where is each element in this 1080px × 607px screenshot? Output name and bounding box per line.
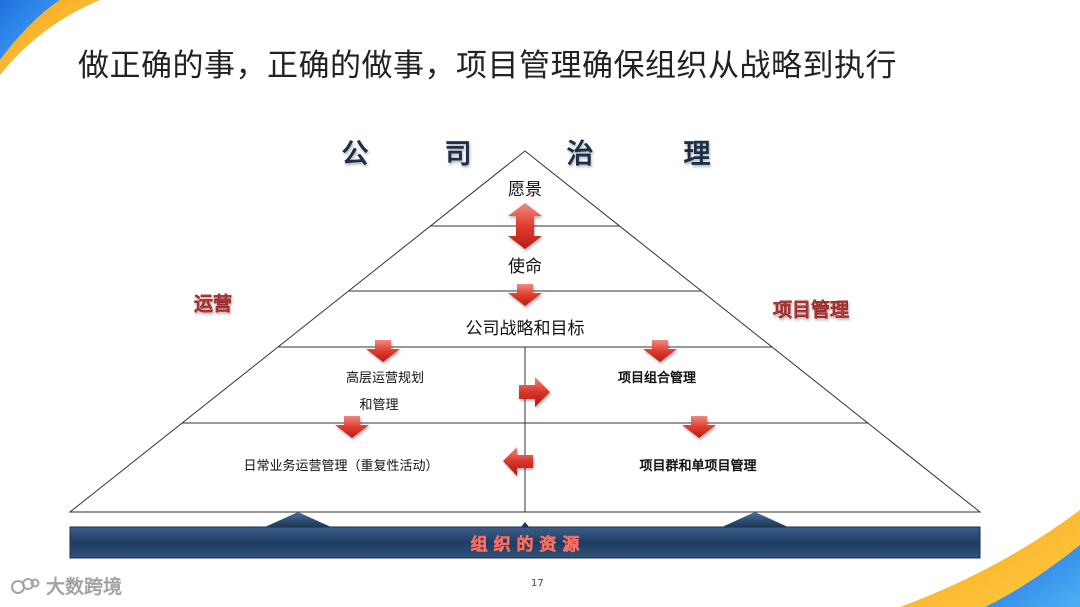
- mission-label: 使命: [508, 256, 542, 277]
- vision-label: 愿景: [508, 180, 542, 200]
- watermark-text: 大数跨境: [46, 576, 123, 598]
- organization-resources-label: 组 织 的 资 源: [471, 534, 580, 555]
- ops-to-daily-down-arrow: [335, 416, 369, 438]
- governance-char-2: 司: [445, 139, 472, 170]
- governance-char-1: 公: [342, 139, 369, 170]
- slide-title: 做正确的事，正确的做事，项目管理确保组织从战略到执行: [78, 48, 897, 84]
- strategy-label: 公司战略和目标: [466, 319, 585, 339]
- pyramid-outline: [68, 150, 982, 513]
- daily-ops-label: 日常业务运营管理（重复性活动）: [243, 458, 438, 474]
- program-to-daily-left-arrow: [503, 447, 533, 476]
- ops-planning-label-line1: 高层运营规划: [346, 370, 424, 386]
- governance-char-3: 治: [567, 139, 594, 170]
- program-label: 项目群和单项目管理: [639, 458, 756, 474]
- corporate-governance-heading: 公 司 治 理: [342, 139, 711, 170]
- organization-resources-bar: 组 织 的 资 源: [69, 512, 981, 559]
- governance-char-4: 理: [684, 139, 711, 170]
- top-left-corner-decoration: [0, 0, 100, 75]
- ops-to-portfolio-right-arrow: [519, 377, 550, 407]
- watermark: 大数跨境: [10, 572, 122, 599]
- mission-to-strategy-down-arrow: [508, 284, 542, 306]
- ops-planning-label-line2: 和管理: [359, 398, 398, 413]
- strategy-to-ops-down-arrow: [366, 340, 400, 362]
- page-number: 17: [531, 578, 544, 589]
- strategy-to-portfolio-down-arrow: [643, 340, 677, 362]
- watermark-logo-icon: [10, 575, 40, 597]
- portfolio-to-program-down-arrow: [682, 416, 716, 438]
- bottom-right-corner-decoration: [900, 510, 1080, 607]
- operations-side-label: 运营: [194, 292, 232, 315]
- portfolio-label: 项目组合管理: [618, 370, 696, 386]
- vision-mission-double-arrow: [508, 203, 542, 249]
- project-management-side-label: 项目管理: [773, 298, 849, 321]
